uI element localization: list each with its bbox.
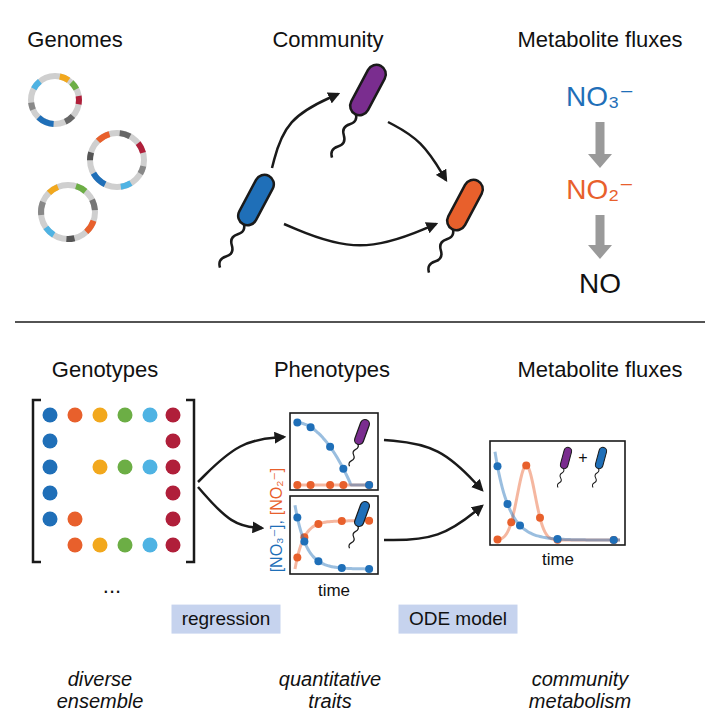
bacterium xyxy=(345,418,370,468)
genome-ring xyxy=(87,130,146,190)
bacterium xyxy=(212,171,277,272)
axis-label: [NO₃⁻], xyxy=(268,520,285,572)
section-heading: Phenotypes xyxy=(274,357,390,382)
metabolite-label-holder: NO₂⁻ xyxy=(566,174,634,205)
flow-arrow xyxy=(388,122,446,180)
metabolite-label-holder: NO xyxy=(579,268,621,299)
method-box: ODE model xyxy=(399,605,518,634)
plus-sign: + xyxy=(578,449,587,466)
ellipsis-holder: ... xyxy=(103,574,121,599)
bacterium xyxy=(589,446,607,488)
ellipsis: ... xyxy=(103,573,121,598)
caption-note-holder: community metabolism xyxy=(518,668,643,713)
caption-note: quantitative traits xyxy=(279,668,381,712)
genome-ring xyxy=(38,183,98,242)
axis-label-holder: time xyxy=(542,550,574,569)
flow-arrow xyxy=(272,94,338,168)
time-course-plot xyxy=(290,413,378,490)
genotype-matrix xyxy=(33,400,194,562)
metabolite-label-holder: NO₃⁻ xyxy=(566,81,634,112)
axis-label: time xyxy=(318,581,350,600)
axis-label: time xyxy=(542,550,574,569)
flow-arrow xyxy=(198,487,262,528)
section-heading-holder: Metabolite fluxes xyxy=(517,28,682,53)
caption-note: diverse ensemble xyxy=(57,668,144,712)
section-heading: Metabolite fluxes xyxy=(517,27,682,52)
section-heading-holder: Metabolite fluxes xyxy=(517,358,682,383)
section-heading-holder: Genomes xyxy=(27,28,122,53)
bacterium xyxy=(324,61,389,162)
bacterium xyxy=(554,446,572,488)
caption-note-holder: diverse ensemble xyxy=(38,668,163,713)
method-name: ODE model xyxy=(408,608,509,631)
time-course-plot xyxy=(290,496,378,574)
section-heading: Community xyxy=(272,27,383,52)
metabolite-label: NO₃⁻ xyxy=(566,81,634,112)
axis-label: [NO₂⁻] xyxy=(268,468,285,516)
section-heading-holder: Phenotypes xyxy=(274,358,390,383)
flow-arrow xyxy=(384,506,482,540)
section-heading: Metabolite fluxes xyxy=(517,357,682,382)
method-box: regression xyxy=(172,605,281,634)
section-heading-holder: Genotypes xyxy=(52,358,158,383)
caption-note: community metabolism xyxy=(529,668,631,712)
flow-arrow xyxy=(284,224,436,245)
conversion-arrow xyxy=(588,122,612,168)
method-name: regression xyxy=(181,608,272,631)
section-heading-holder: Community xyxy=(272,28,383,53)
bacterium xyxy=(345,500,370,550)
divider-line xyxy=(15,321,705,323)
caption-note-holder: quantitative traits xyxy=(263,668,398,713)
conversion-arrow xyxy=(588,215,612,259)
axis-label-holder: [NO₃⁻], [NO₂⁻] xyxy=(268,468,286,573)
plus-sign-holder: + xyxy=(578,449,587,467)
section-heading: Genomes xyxy=(27,27,122,52)
axis-label-holder: time xyxy=(318,581,350,600)
metabolite-label: NO₂⁻ xyxy=(566,174,634,205)
time-course-plot xyxy=(490,441,625,545)
flow-arrow xyxy=(384,440,482,490)
section-heading: Genotypes xyxy=(52,357,158,382)
metabolite-label: NO xyxy=(579,268,621,299)
genome-ring xyxy=(28,74,82,127)
